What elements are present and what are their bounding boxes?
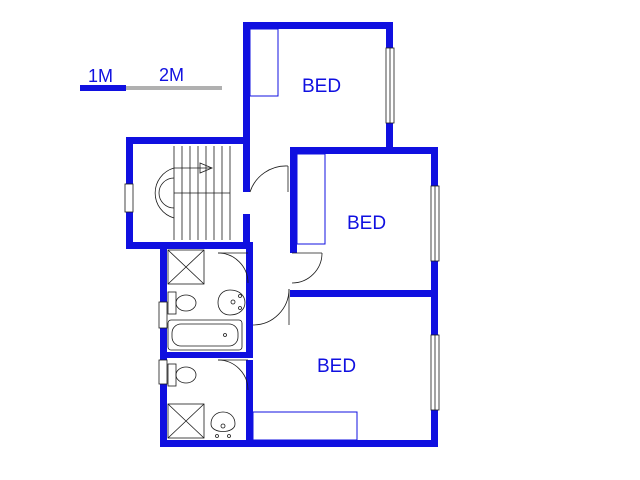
toilet-1	[175, 294, 197, 312]
wall-bath-left	[160, 242, 167, 447]
shower-1	[167, 249, 205, 285]
room-label-bed-1: BED	[302, 76, 341, 97]
door-bed3-swing	[217, 359, 249, 391]
doors	[217, 165, 323, 391]
room-label-bed-3: BED	[317, 356, 356, 377]
door-hall-swing	[252, 288, 290, 326]
wall-stair-top	[126, 137, 250, 144]
cupboard-bed2	[296, 153, 326, 245]
wall-bed2-left	[290, 147, 297, 253]
staircase	[154, 146, 231, 240]
bathroom-fixtures	[167, 249, 246, 439]
door-bed2-swing	[291, 252, 323, 284]
basin-1	[217, 289, 246, 316]
wall-stair-bottom	[126, 242, 250, 249]
wall-bed2-top	[290, 147, 438, 154]
wall-bath-right	[246, 242, 253, 357]
wall-bed2-bottom	[290, 290, 438, 297]
scale-bar: 1M 2M	[80, 65, 222, 91]
bathtub	[167, 319, 243, 351]
scale-label-1m: 1M	[88, 66, 113, 86]
wall-top-bed1-top	[243, 22, 393, 29]
wall-bed1-left	[243, 22, 250, 192]
toilet-1-cistern	[167, 291, 177, 315]
toilet-2	[175, 366, 197, 384]
cupboards	[249, 28, 358, 441]
room-label-bed-2: BED	[347, 213, 386, 234]
scale-label-2m: 2M	[159, 65, 184, 85]
door-bath1-swing	[217, 252, 249, 284]
scale-bar-light-segment	[126, 86, 222, 90]
wall-bottom	[160, 440, 438, 447]
shower-2	[167, 403, 205, 439]
windows	[124, 47, 440, 411]
window-stair	[124, 183, 134, 213]
cupboard-bed3	[252, 411, 358, 441]
cupboard-bed1	[249, 28, 279, 97]
scale-bar-dark-segment	[80, 85, 126, 91]
basin-2	[210, 411, 236, 432]
door-bed1-swing	[249, 165, 289, 193]
toilet-2-cistern	[167, 363, 177, 387]
wall-bath-divider	[160, 352, 253, 358]
window-bath-2	[158, 359, 168, 385]
window-bath-1	[158, 301, 168, 329]
wall-stair-right	[243, 214, 250, 249]
wall-bed3-left	[246, 360, 253, 447]
